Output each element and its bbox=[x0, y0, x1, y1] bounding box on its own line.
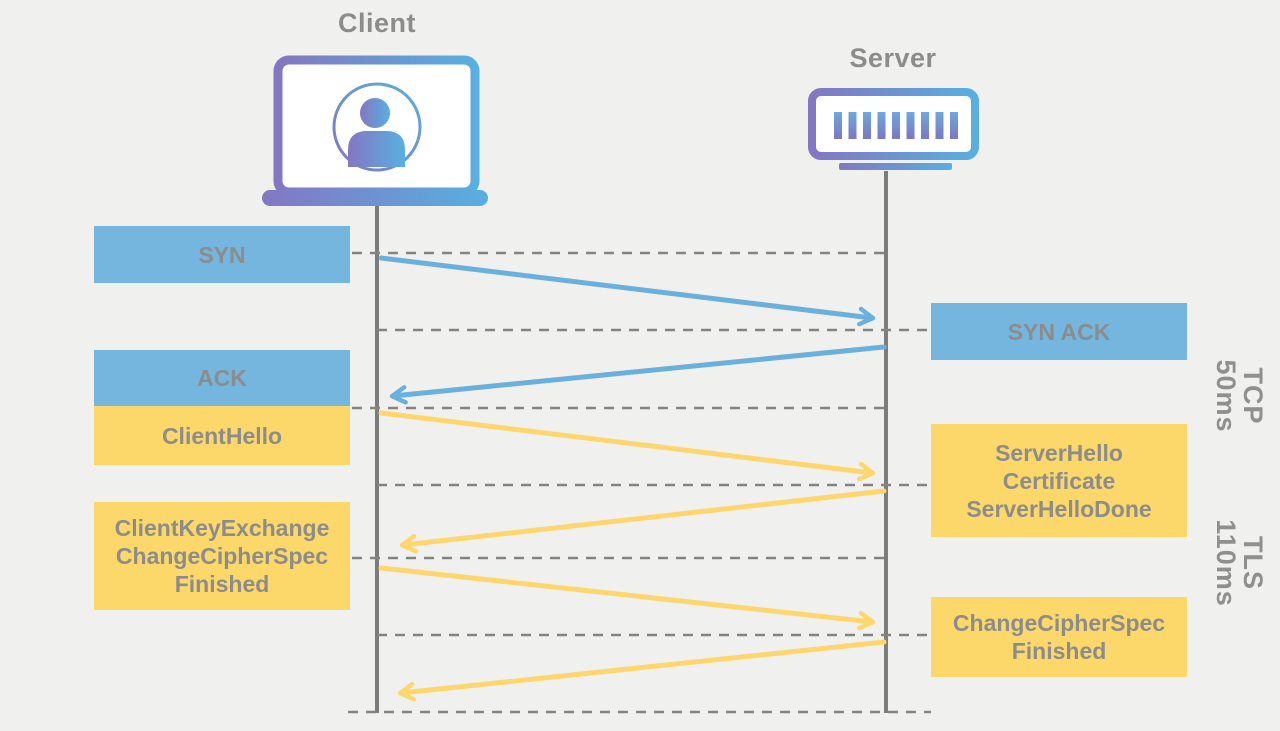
message-label: ACK bbox=[197, 365, 247, 391]
phase-name: TCP bbox=[1238, 367, 1268, 425]
arrow-server-hello bbox=[399, 488, 887, 554]
message-label: Certificate bbox=[1002, 467, 1116, 494]
message-label: ClientHello bbox=[161, 422, 283, 449]
message-box-change-cipher-spec: ChangeCipherSpec Finished bbox=[931, 597, 1187, 677]
message-label: ServerHello bbox=[995, 439, 1123, 466]
phase-duration: 50ms bbox=[1211, 359, 1241, 433]
phase-name: TLS bbox=[1238, 536, 1268, 590]
user-avatar-circle-icon bbox=[332, 82, 422, 172]
phase-label-tls: TLS 110ms bbox=[1211, 519, 1268, 607]
server-icon bbox=[808, 88, 979, 170]
time-marker-lines bbox=[348, 251, 931, 714]
server-title: Server bbox=[849, 43, 937, 73]
user-head-icon bbox=[360, 98, 390, 128]
message-label: ChangeCipherSpec bbox=[952, 610, 1166, 636]
phase-duration: 110ms bbox=[1211, 519, 1241, 607]
arrow-change-cipher-spec bbox=[397, 639, 887, 702]
message-box-syn: SYN bbox=[94, 226, 350, 283]
tcp-arrows bbox=[378, 255, 887, 405]
message-box-ack: ACK bbox=[94, 350, 350, 406]
arrow-syn bbox=[378, 255, 876, 327]
arrow-client-key-exchange bbox=[378, 565, 876, 631]
phase-label-tcp: TCP 50ms bbox=[1211, 359, 1268, 433]
client-title: Client bbox=[337, 8, 417, 38]
message-box-client-key-exchange: ClientKeyExchange ChangeCipherSpec Finis… bbox=[94, 502, 350, 610]
message-box-syn-ack: SYN ACK bbox=[931, 303, 1187, 360]
message-box-client-hello: ClientHello bbox=[94, 406, 350, 465]
arrow-client-hello bbox=[378, 410, 876, 482]
client-laptop-icon bbox=[262, 55, 488, 206]
server-slots-icon bbox=[834, 112, 958, 139]
message-label: Finished bbox=[174, 571, 270, 597]
tls-arrows bbox=[378, 410, 887, 702]
message-label: SYN bbox=[198, 241, 246, 268]
message-label: ServerHelloDone bbox=[966, 495, 1152, 522]
message-label: Finished bbox=[1011, 638, 1107, 664]
message-label: ChangeCipherSpec bbox=[115, 543, 329, 569]
arrow-syn-ack bbox=[389, 344, 887, 405]
message-label: ClientKeyExchange bbox=[114, 515, 330, 541]
message-box-server-hello: ServerHello Certificate ServerHelloDone bbox=[931, 424, 1187, 537]
user-body-icon bbox=[348, 131, 405, 167]
message-label: SYN ACK bbox=[1007, 318, 1111, 345]
